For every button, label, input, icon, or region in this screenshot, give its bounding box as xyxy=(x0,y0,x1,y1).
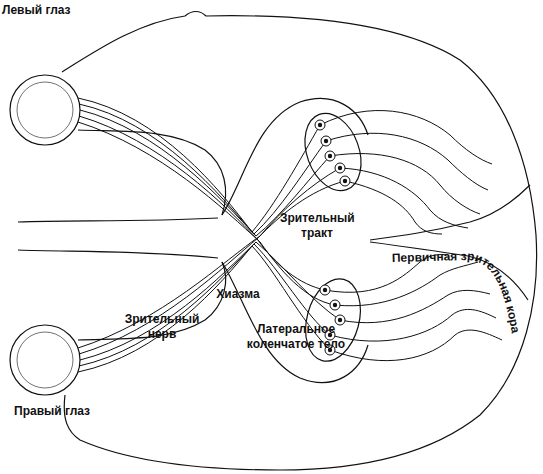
lgn-neuron xyxy=(330,300,340,310)
lgn-neuron xyxy=(325,151,335,161)
lgn-outline xyxy=(297,273,369,368)
neuron-nucleus xyxy=(338,318,342,322)
neuron-nucleus xyxy=(323,288,327,292)
neuron-nucleus xyxy=(328,154,332,158)
optic-radiation xyxy=(335,262,478,306)
lgn-neuron xyxy=(335,315,345,325)
optic-fiber xyxy=(79,116,325,290)
neuron-nucleus xyxy=(318,123,322,127)
optic-radiation xyxy=(340,168,468,228)
structure-label: Латеральное коленчатое тело xyxy=(246,322,346,352)
left-eye xyxy=(10,75,80,145)
frontal-contour xyxy=(18,250,218,258)
lgn-neuron xyxy=(335,163,345,173)
neuron-nucleus xyxy=(333,303,337,307)
lgn-neuron xyxy=(340,176,350,186)
optic-radiation xyxy=(330,154,480,214)
eye-label: Правый глаз xyxy=(14,404,114,419)
lgn-neuron xyxy=(315,120,325,130)
eye-label: Левый глаз xyxy=(2,3,92,18)
right-eye xyxy=(10,325,80,395)
lgn-neuron xyxy=(321,136,331,146)
structure-label: Зрительный тракт xyxy=(280,211,354,241)
optic-radiation xyxy=(330,330,502,361)
brain-outline xyxy=(62,12,537,471)
cortex-label: Первичная зрительная кора xyxy=(392,249,523,334)
left-eye-lens xyxy=(17,82,73,138)
lgn-neuron xyxy=(320,285,330,295)
neuron-nucleus xyxy=(338,166,342,170)
lobe-outline xyxy=(222,98,368,215)
optic-fiber xyxy=(78,246,330,372)
neuron-nucleus xyxy=(324,139,328,143)
optic-fiber xyxy=(78,168,340,348)
structure-label: Зрительный нерв xyxy=(124,312,200,342)
optic-radiation xyxy=(330,309,496,341)
optic-fiber xyxy=(79,181,345,354)
frontal-contour xyxy=(18,218,218,222)
structure-label: Хиазма xyxy=(208,287,268,302)
right-eye-lens xyxy=(17,332,73,388)
optic-radiation xyxy=(340,290,490,322)
optic-radiation xyxy=(345,181,442,234)
neuron-nucleus xyxy=(343,179,347,183)
calcarine-fissure xyxy=(370,185,530,240)
